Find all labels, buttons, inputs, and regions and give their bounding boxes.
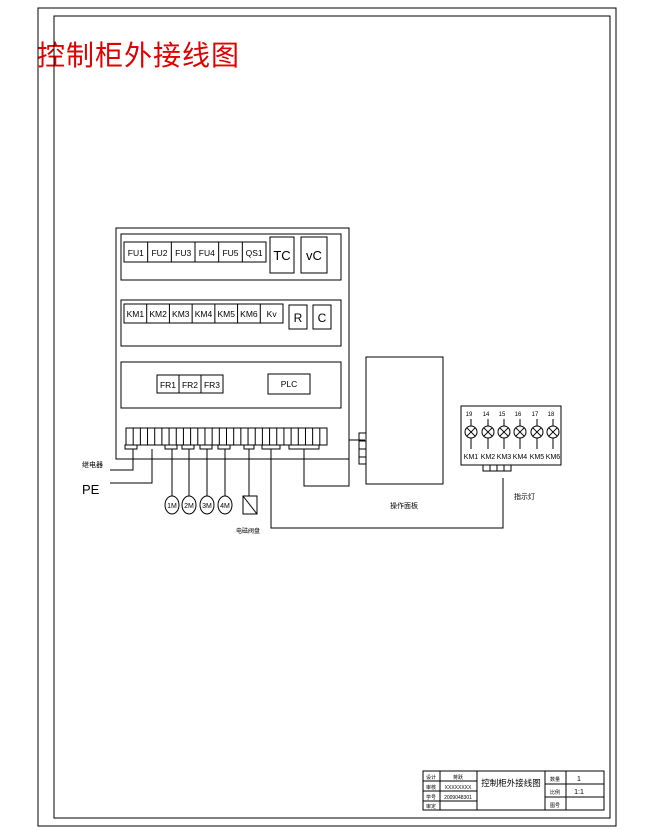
title-block-title: 控制柜外接线图 xyxy=(481,778,541,788)
lamp-label: KM6 xyxy=(546,454,561,461)
relay-cell-label: FR2 xyxy=(182,380,198,390)
motor-symbol xyxy=(217,495,233,515)
tc-label: TC xyxy=(273,248,290,263)
lamp-label: KM4 xyxy=(513,454,528,461)
tb-row-label: 审定 xyxy=(426,803,436,810)
inner-frame xyxy=(53,15,611,819)
contactor-label: Kv xyxy=(267,309,278,319)
control-cabinet xyxy=(115,227,350,460)
plc-box xyxy=(267,373,311,395)
contactor-label: KM3 xyxy=(172,309,190,319)
fuse-label: QS1 xyxy=(246,248,263,258)
lamp-number: 16 xyxy=(515,412,522,418)
contactor-label: KM2 xyxy=(149,309,167,319)
solenoid-valve: 电磁阀盘 xyxy=(236,495,260,535)
lamp-number: 19 xyxy=(466,412,473,418)
page-title: 控制柜外接线图 xyxy=(37,39,241,72)
lamp-cross xyxy=(532,427,542,437)
motor-symbol xyxy=(199,495,215,515)
contactor-label: KM5 xyxy=(217,309,235,319)
wiring xyxy=(110,439,504,529)
motor-symbol xyxy=(164,495,180,515)
r-box xyxy=(288,304,308,330)
tb-row-value: XXXXXXXX xyxy=(445,785,472,791)
lamp-label: KM5 xyxy=(530,454,545,461)
fuse-label: FU1 xyxy=(128,248,144,258)
tb-right-value: 1:1 xyxy=(574,789,584,796)
r-label: R xyxy=(294,311,303,325)
motor-label: 4M xyxy=(220,503,230,510)
lamp-cross xyxy=(548,427,558,437)
operator-panel: 操作面板 xyxy=(358,356,444,510)
vc-label: vC xyxy=(306,248,322,263)
motors: 1M 2M 3M 4M xyxy=(164,495,233,515)
motor-symbol xyxy=(181,495,197,515)
contactor-label: KM6 xyxy=(240,309,258,319)
relay-cell-label: FR1 xyxy=(160,380,176,390)
lamp-cross xyxy=(483,427,493,437)
lamp-number: 14 xyxy=(483,412,490,418)
indicator-label: 指示灯 xyxy=(514,492,535,501)
fuse-row: FU1 FU2 FU3 FU4 FU5 QS1 TC vC xyxy=(123,236,328,274)
operator-panel-label: 操作面板 xyxy=(390,501,418,510)
motor-label: 2M xyxy=(184,503,194,510)
fuse-label: FU5 xyxy=(222,248,238,258)
tb-row-label: 设计 xyxy=(426,774,436,781)
lamp-number: 18 xyxy=(548,412,555,418)
contactor-label: KM1 xyxy=(127,309,145,319)
tb-row-label: 审核 xyxy=(426,784,436,791)
lamp-number: 15 xyxy=(499,412,506,418)
plc-label: PLC xyxy=(281,379,298,389)
lamp-number: 17 xyxy=(532,412,539,418)
tc-box xyxy=(269,236,295,274)
lamp-label: KM2 xyxy=(481,454,496,461)
lamp-cross xyxy=(515,427,525,437)
tb-right-label: 图号 xyxy=(550,803,560,809)
lamp-label: KM1 xyxy=(464,454,479,461)
contactor-label: KM4 xyxy=(195,309,213,319)
relay-row: FR1 FR2 FR3 PLC xyxy=(156,373,311,395)
fuse-label: FU3 xyxy=(175,248,191,258)
pe-label: PE xyxy=(82,482,100,497)
lamp-cross xyxy=(466,427,476,437)
tb-right-label: 数量 xyxy=(550,776,560,783)
terminal-strip xyxy=(124,427,328,450)
tb-row-label: 学号 xyxy=(426,794,436,801)
contactor-row: KM1 KM2 KM3 KM4 KM5 KM6 Kv R C xyxy=(123,303,332,330)
tb-row-value: 蒋跃 xyxy=(453,774,463,781)
fuse-label: FU4 xyxy=(199,248,215,258)
relay-cell-label: FR3 xyxy=(204,380,220,390)
lamp-label: KM3 xyxy=(497,454,512,461)
tb-right-label: 比例 xyxy=(550,789,560,796)
motor-label: 3M xyxy=(202,503,212,510)
fuse-label: FU2 xyxy=(151,248,167,258)
valve-label: 电磁阀盘 xyxy=(236,527,260,535)
vc-box xyxy=(300,236,328,274)
tb-row-value: 2009048301 xyxy=(444,795,472,801)
tb-right-value: 1 xyxy=(577,776,581,783)
c-label: C xyxy=(318,311,327,325)
c-box xyxy=(312,304,332,330)
motor-label: 1M xyxy=(167,503,177,510)
relay-label: 继电器 xyxy=(82,460,103,469)
outer-frame xyxy=(37,7,617,827)
lamp-cross xyxy=(499,427,509,437)
